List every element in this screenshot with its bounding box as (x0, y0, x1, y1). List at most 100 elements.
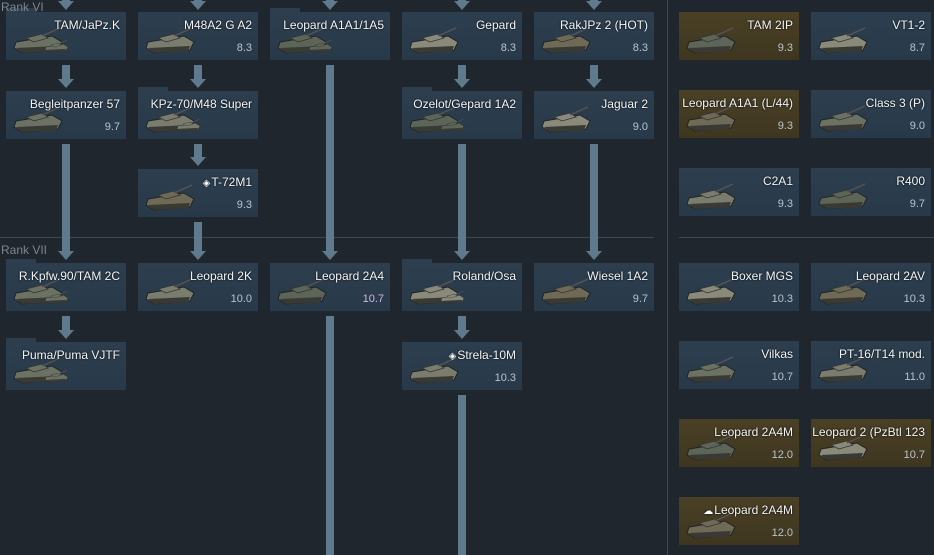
rank-vi-label: Rank VI (1, 0, 44, 14)
vehicle-image (44, 39, 69, 53)
vehicle-image (686, 278, 736, 305)
vehicle-image (686, 27, 736, 54)
tree-connector (590, 0, 598, 1)
vehicle-image (308, 39, 333, 53)
vehicle-card[interactable]: Leopard A1A1/1A5 (270, 8, 390, 60)
vehicle-image (686, 512, 736, 539)
arrow-down-icon (586, 79, 602, 88)
arrow-down-icon (454, 79, 470, 88)
vehicle-name: Vilkas (761, 347, 793, 361)
arrow-down-icon (58, 330, 74, 339)
tree-connector (194, 144, 202, 157)
battle-rating: 10.3 (494, 372, 516, 384)
tree-connector (194, 65, 202, 79)
tree-connector (62, 316, 70, 330)
vehicle-name: Class 3 (P) (865, 96, 925, 110)
arrow-down-icon (190, 1, 206, 10)
vehicle-name: Leopard 2AV (855, 269, 925, 283)
tree-connector (194, 222, 202, 251)
vehicle-name: R400 (896, 174, 925, 188)
vehicle-image (686, 434, 736, 461)
tree-connector (326, 0, 334, 1)
arrow-down-icon (586, 251, 602, 260)
vehicle-image (145, 27, 195, 54)
multinational-icon: ◈ (448, 351, 457, 362)
vehicle-card[interactable]: KPz-70/M48 Super (138, 87, 258, 139)
arrow-down-icon (58, 251, 74, 260)
battle-rating: 8.3 (236, 42, 252, 54)
battle-rating: 9.7 (632, 293, 648, 305)
vehicle-card[interactable]: R.Kpfw.90/TAM 2C (6, 259, 126, 311)
vehicle-name: PT-16/T14 mod. (838, 347, 925, 361)
arrow-down-icon (322, 251, 338, 260)
tree-connector (458, 395, 466, 555)
vehicle-image (818, 356, 868, 383)
vehicle-card[interactable]: Roland/Osa (402, 259, 522, 311)
vehicle-card[interactable]: Class 3 (P) 9.0 (811, 90, 931, 138)
battle-rating: 9.3 (236, 199, 252, 211)
vehicle-name: TAM 2IP (747, 18, 793, 32)
battle-rating: 9.0 (909, 120, 925, 132)
battle-rating: 10.7 (903, 449, 925, 461)
vehicle-image (145, 184, 195, 211)
battle-rating: 9.0 (632, 121, 648, 133)
tree-connector (326, 316, 334, 555)
arrow-down-icon (190, 157, 206, 166)
rank-vii-label: Rank VII (1, 243, 48, 257)
vehicle-name: TAM/JaPz.K (54, 18, 120, 32)
vehicle-image (541, 27, 591, 54)
vehicle-name: KPz-70/M48 Super (150, 97, 252, 111)
vehicle-image (277, 278, 327, 305)
arrow-down-icon (454, 330, 470, 339)
arrow-down-icon (58, 1, 74, 10)
vehicle-image (409, 27, 459, 54)
vehicle-image (409, 357, 459, 384)
tree-connector (326, 65, 334, 251)
vehicle-image (818, 105, 868, 132)
vehicle-card[interactable]: TAM 2IP 9.3 (679, 12, 799, 60)
section-divider (667, 0, 668, 555)
vehicle-name: Ozelot/Gepard 1A2 (413, 97, 516, 111)
vehicle-image (44, 290, 69, 304)
vehicle-name: RakJPz 2 (HOT) (559, 18, 648, 32)
battle-rating: 9.3 (777, 42, 793, 54)
vehicle-card[interactable]: Jaguar 2 9.0 (534, 91, 654, 139)
vehicle-card[interactable]: TAM/JaPz.K (6, 8, 126, 60)
rank-divider-premium (679, 237, 934, 238)
battle-rating: 10.3 (771, 293, 793, 305)
vehicle-image (145, 278, 195, 305)
vehicle-name: C2A1 (762, 174, 793, 188)
vehicle-image (541, 278, 591, 305)
vehicle-card[interactable]: Puma/Puma VJTF (6, 338, 126, 390)
arrow-down-icon (190, 79, 206, 88)
vehicle-name: Leopard 2A4M (714, 503, 793, 517)
tree-connector (194, 0, 202, 1)
vehicle-card[interactable]: Ozelot/Gepard 1A2 (402, 87, 522, 139)
tree-connector (458, 144, 466, 251)
vehicle-card[interactable]: RakJPz 2 (HOT)8.3 (534, 12, 654, 60)
vehicle-name: Leopard 2K (189, 269, 252, 283)
battle-rating: 8.3 (500, 42, 516, 54)
vehicle-card[interactable]: PT-16/T14 mod.11.0 (811, 341, 931, 389)
vehicle-image (818, 278, 868, 305)
vehicle-name: Jaguar 2 (601, 97, 648, 111)
tree-connector (62, 0, 70, 1)
vehicle-card[interactable]: Leopard A1A1 (L/44)9.3 (679, 90, 799, 138)
